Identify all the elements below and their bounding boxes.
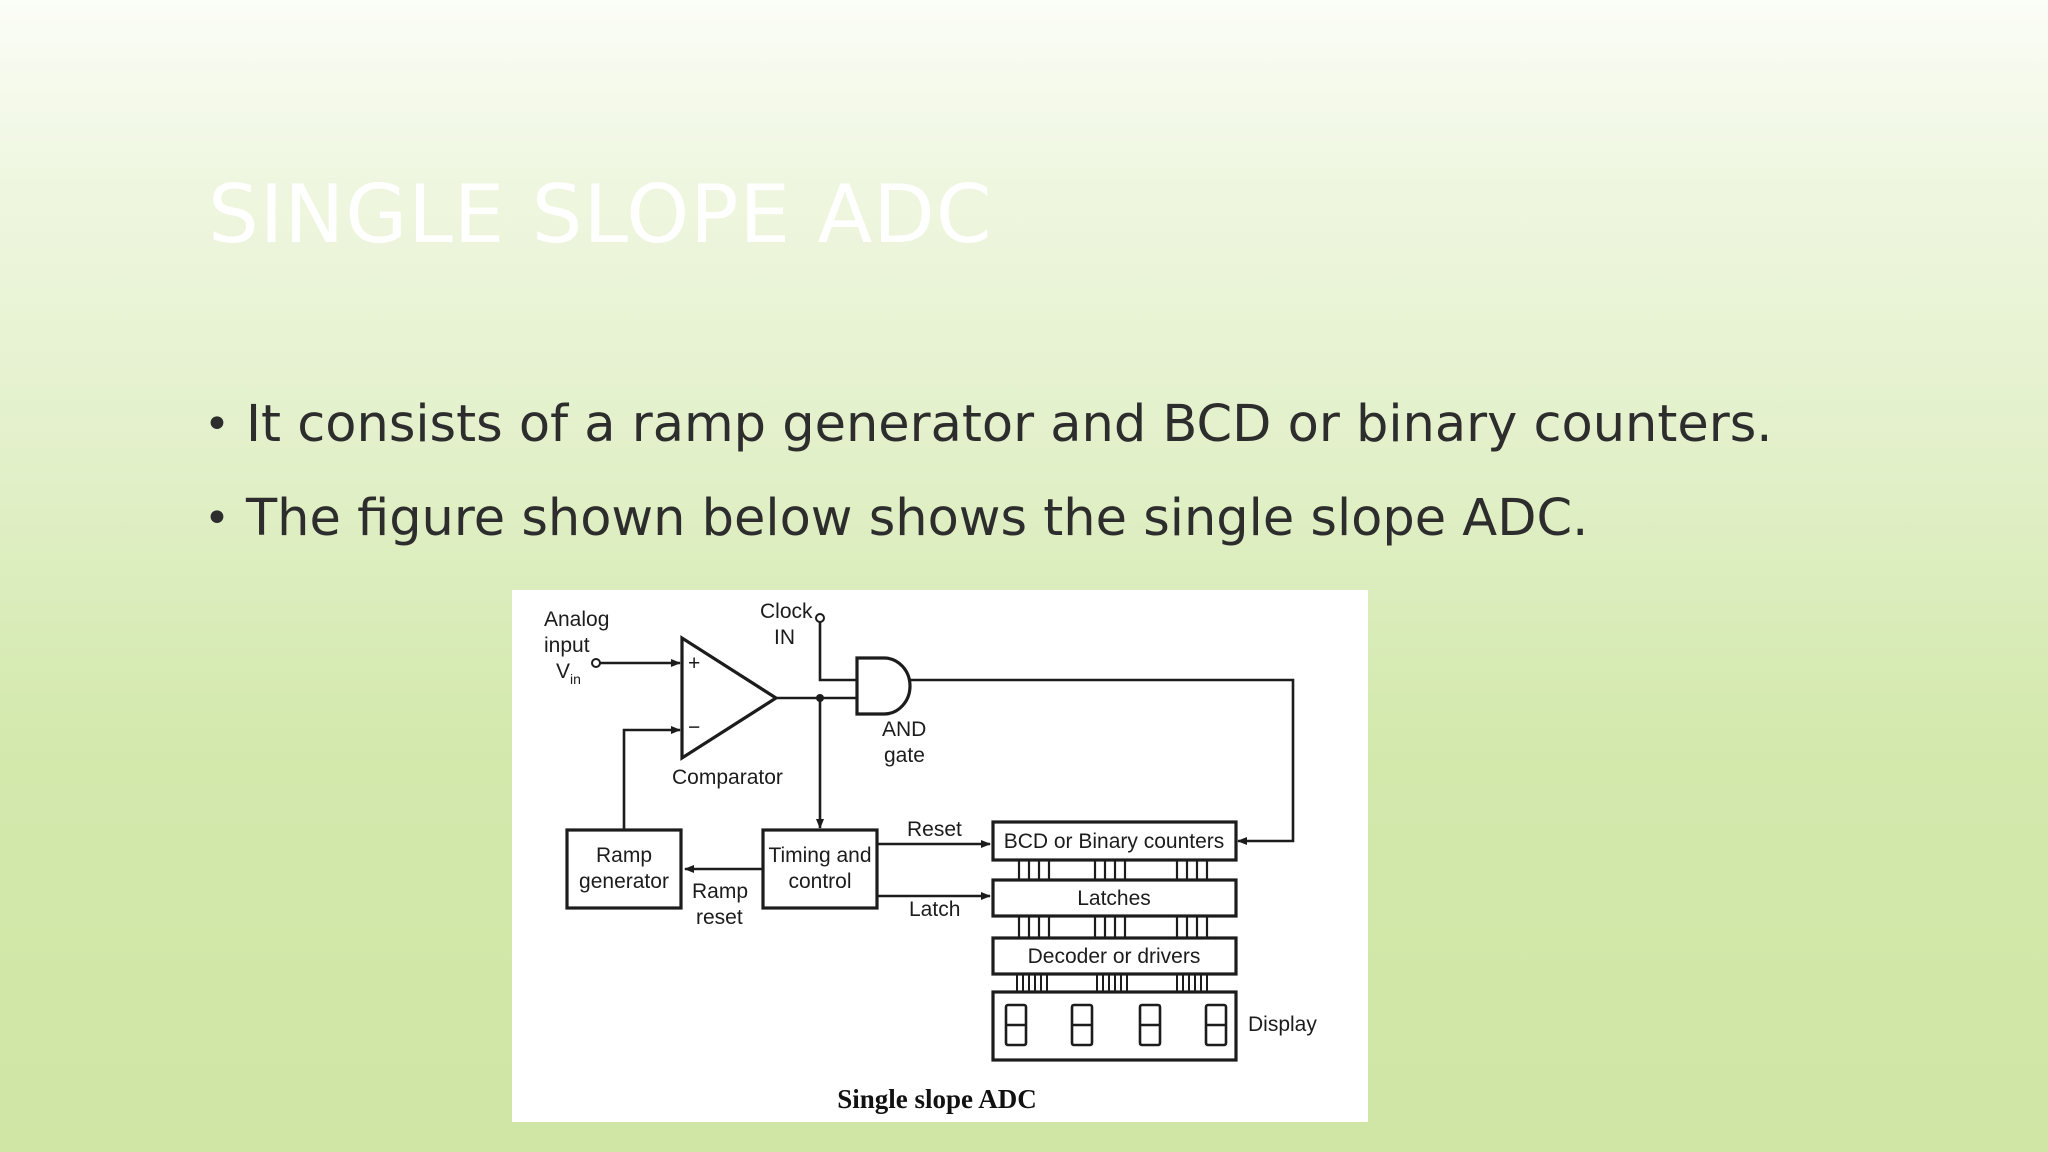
timing-control-label: control bbox=[788, 870, 851, 893]
counters-block bbox=[991, 820, 1238, 862]
latches-label: Latches bbox=[1077, 887, 1151, 910]
clock-label: IN bbox=[774, 626, 795, 649]
and-gate-label: gate bbox=[884, 744, 925, 767]
slide-title: SINGLE SLOPE ADC bbox=[208, 168, 993, 261]
and-output-wire bbox=[910, 678, 1295, 845]
decoder-label: Decoder or drivers bbox=[1028, 945, 1201, 968]
minus-sign: − bbox=[688, 716, 700, 739]
comparator-symbol bbox=[680, 635, 779, 761]
counter-bus bbox=[1017, 860, 1209, 880]
vin-subscript: in bbox=[570, 671, 581, 687]
vin-symbol: V bbox=[556, 660, 570, 683]
reset-label: Reset bbox=[907, 818, 962, 841]
adc-block-diagram: Analog input Vin + − Comparator Clock IN… bbox=[512, 590, 1368, 1122]
timing-control-label: Timing and bbox=[768, 844, 871, 867]
comparator-label: Comparator bbox=[672, 766, 783, 789]
bullet-dot-icon: • bbox=[204, 399, 230, 450]
ramp-generator-label: Ramp bbox=[596, 844, 652, 867]
ramp-reset-label: reset bbox=[696, 906, 743, 929]
display-label: Display bbox=[1248, 1013, 1317, 1036]
ramp-generator-label: generator bbox=[579, 870, 669, 893]
and-gate-symbol bbox=[855, 656, 912, 716]
analog-input-label: Analog bbox=[544, 608, 609, 631]
bullet-text: The figure shown below shows the single … bbox=[246, 489, 1589, 548]
bullet-text: It consists of a ramp generator and BCD … bbox=[246, 395, 1773, 454]
bullet-item: • It consists of a ramp generator and BCD… bbox=[204, 378, 1773, 472]
bullet-item: • The figure shown below shows the single… bbox=[204, 472, 1773, 566]
display-block bbox=[991, 990, 1238, 1062]
bullet-dot-icon: • bbox=[204, 493, 230, 544]
latches-block bbox=[991, 878, 1238, 918]
clock-label: Clock bbox=[760, 600, 813, 623]
timing-control-block bbox=[761, 828, 879, 910]
analog-input-label: input bbox=[544, 634, 590, 657]
input-terminal bbox=[591, 658, 601, 668]
clock-terminal bbox=[815, 613, 825, 623]
latch-label: Latch bbox=[909, 898, 960, 921]
decoder-block bbox=[991, 936, 1238, 976]
bullet-list: • It consists of a ramp generator and BCD… bbox=[204, 378, 1773, 566]
decoder-bus bbox=[1016, 974, 1208, 992]
counters-label: BCD or Binary counters bbox=[1004, 830, 1225, 853]
clock-wire bbox=[818, 622, 857, 682]
figure-caption: Single slope ADC bbox=[837, 1084, 1037, 1114]
ramp-output-wire bbox=[622, 726, 681, 830]
vin-label: Vin bbox=[556, 660, 581, 687]
plus-sign: + bbox=[688, 652, 700, 675]
ramp-reset-label: Ramp bbox=[692, 880, 748, 903]
seven-segment-digits bbox=[1004, 1003, 1228, 1047]
and-gate-label: AND bbox=[882, 718, 926, 741]
latch-bus bbox=[1017, 916, 1209, 938]
diagram-svg: Analog input Vin + − Comparator Clock IN… bbox=[544, 600, 1317, 1114]
ramp-generator-block bbox=[565, 828, 683, 910]
